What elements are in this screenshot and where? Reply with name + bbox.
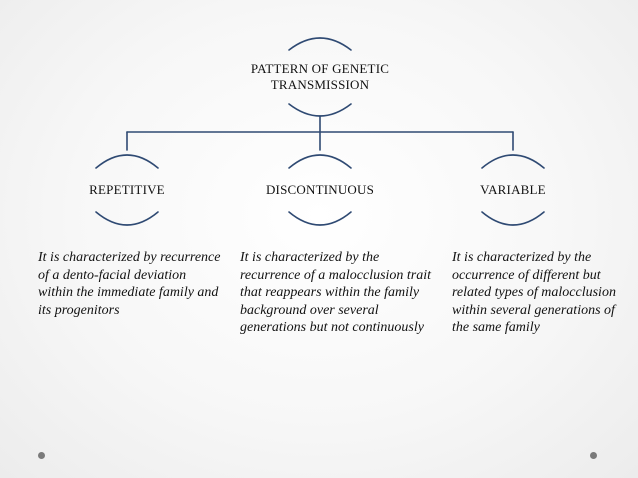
root-node-top-arc [288,37,352,51]
discontinuous-description: It is characterized by the recurrence of… [240,250,432,335]
repetitive-node-label: REPETITIVE [89,182,165,197]
variable-node-top-arc [481,154,545,169]
repetitive-description: It is characterized by recurrence of a d… [38,250,221,318]
variable-node-label: VARIABLE [480,182,546,197]
discontinuous-node-top-arc [288,154,352,169]
root-node-label: PATTERN OF GENETIC TRANSMISSION [220,61,420,93]
repetitive-node-top-arc [95,154,159,169]
discontinuous-node-bottom-arc [288,211,352,226]
right-decorative-dot [590,452,597,459]
root-node-bottom-arc [288,103,352,117]
variable-node-bottom-arc [481,211,545,226]
root-label-line2: TRANSMISSION [270,77,370,92]
discontinuous-node-label: DISCONTINUOUS [265,182,375,197]
variable-description: It is characterized by the occurrence of… [452,250,616,335]
repetitive-node-bottom-arc [95,211,159,226]
root-label-line1: PATTERN OF GENETIC [250,61,390,76]
left-decorative-dot [38,452,45,459]
